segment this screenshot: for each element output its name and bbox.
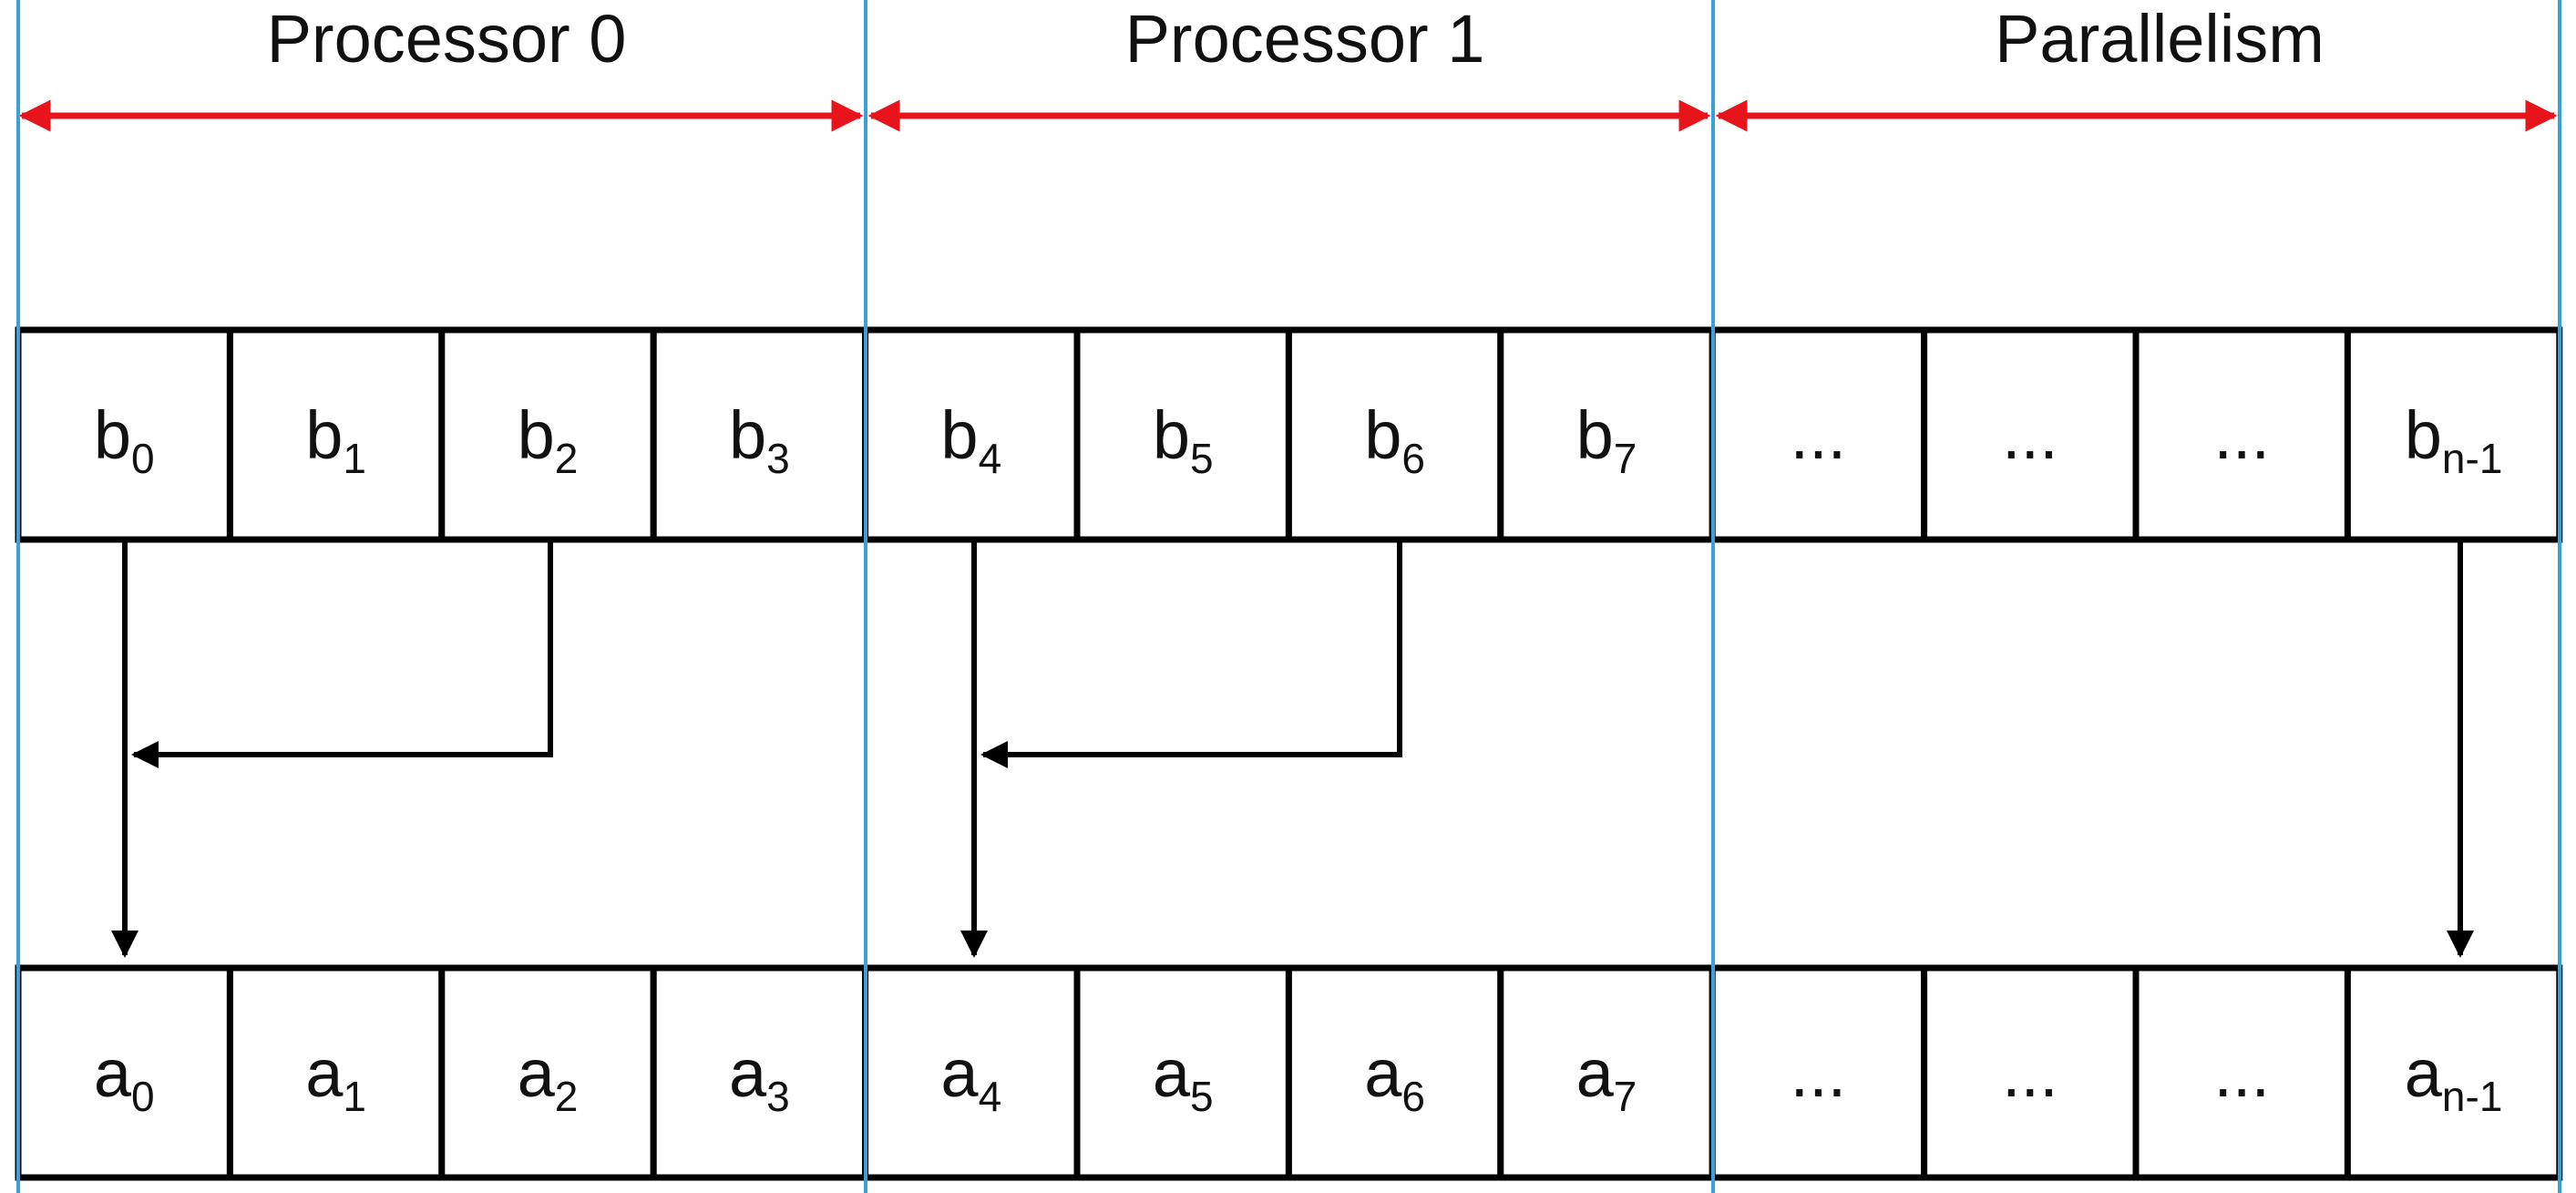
b-cell-label: b1: [305, 397, 366, 482]
b-cell-label: ...: [2002, 397, 2058, 473]
b-cell-0: b0: [15, 326, 233, 543]
b-cell-7: b7: [1497, 326, 1716, 543]
a-cell-5: a5: [1073, 964, 1292, 1181]
b-cell-label: b3: [729, 397, 790, 482]
section-label-processor-0: Processor 0: [267, 1, 627, 77]
b-cell-box: [1285, 326, 1504, 543]
b-cell-8: ...: [1709, 326, 1928, 543]
b-cell-label: b4: [940, 397, 1001, 482]
a-cell-label: a6: [1364, 1035, 1425, 1120]
flow-arrows: [111, 540, 2474, 958]
b-cell-2: b2: [438, 326, 657, 543]
a-cell-label: a0: [94, 1035, 155, 1120]
b-cell-label: b5: [1153, 397, 1214, 482]
a-cell-1: a1: [226, 964, 446, 1181]
b-cell-label: ...: [2213, 397, 2270, 473]
a-cell-label: a4: [940, 1035, 1001, 1120]
a-cell-label: ...: [2213, 1035, 2270, 1111]
a-cell-4: a4: [862, 964, 1081, 1181]
a-cell-9: ...: [1921, 964, 2140, 1181]
b-cell-box: [2132, 326, 2351, 543]
section-label-parallelism: Parallelism: [1995, 1, 2325, 77]
a-cell-box: [2132, 964, 2351, 1181]
b-cell-label: b6: [1364, 397, 1425, 482]
b-cell-box: [226, 326, 446, 543]
b-cell-label: ...: [1791, 397, 1847, 473]
b-cell-box: [650, 326, 869, 543]
b-cell-9: ...: [1921, 326, 2140, 543]
a-cell-box: [1497, 964, 1716, 1181]
a-cell-label: ...: [2002, 1035, 2058, 1111]
a-cell-box: [1073, 964, 1292, 1181]
a-cell-box: [2344, 964, 2563, 1181]
a-cell-11: an-1: [2344, 964, 2563, 1181]
a-cell-label: a7: [1576, 1035, 1637, 1120]
a-cell-3: a3: [650, 964, 869, 1181]
a-cell-label: an-1: [2405, 1035, 2503, 1120]
b-cell-1: b1: [226, 326, 446, 543]
b-cell-5: b5: [1073, 326, 1292, 543]
b-cell-box: [1497, 326, 1716, 543]
b-cell-label: b7: [1576, 397, 1637, 482]
b-cell-box: [862, 326, 1081, 543]
b-cell-box: [15, 326, 233, 543]
a-cell-box: [862, 964, 1081, 1181]
a-array-row: a0 a1 a2 a3 a4 a5 a6 a7......... an-1: [15, 964, 2563, 1181]
b-cell-label: b2: [518, 397, 579, 482]
a-cell-10: ...: [2132, 964, 2351, 1181]
b-array-row: b0 b1 b2 b3 b4 b5 b6 b7......... bn-1: [15, 326, 2563, 543]
arrow-b6-to-a4: [980, 540, 1402, 768]
arrow-b2-to-a0: [131, 540, 553, 768]
a-cell-box: [226, 964, 446, 1181]
a-cell-6: a6: [1285, 964, 1504, 1181]
a-cell-0: a0: [15, 964, 233, 1181]
b-cell-3: b3: [650, 326, 869, 543]
section-label-processor-1: Processor 1: [1125, 1, 1485, 77]
section-dividers: [16, 0, 2561, 1193]
b-cell-box: [2344, 326, 2563, 543]
b-cell-label: bn-1: [2405, 397, 2503, 482]
b-cell-4: b4: [862, 326, 1081, 543]
b-cell-11: bn-1: [2344, 326, 2563, 543]
a-cell-box: [438, 964, 657, 1181]
a-cell-label: a5: [1153, 1035, 1214, 1120]
b-cell-box: [438, 326, 657, 543]
b-cell-6: b6: [1285, 326, 1504, 543]
b-cell-10: ...: [2132, 326, 2351, 543]
a-cell-label: a3: [729, 1035, 790, 1120]
a-cell-label: a2: [518, 1035, 579, 1120]
b-cell-label: b0: [94, 397, 155, 482]
a-cell-box: [1285, 964, 1504, 1181]
a-cell-label: a1: [305, 1035, 366, 1120]
a-cell-2: a2: [438, 964, 657, 1181]
a-cell-8: ...: [1709, 964, 1928, 1181]
a-cell-label: ...: [1791, 1035, 1847, 1111]
a-cell-7: a7: [1497, 964, 1716, 1181]
